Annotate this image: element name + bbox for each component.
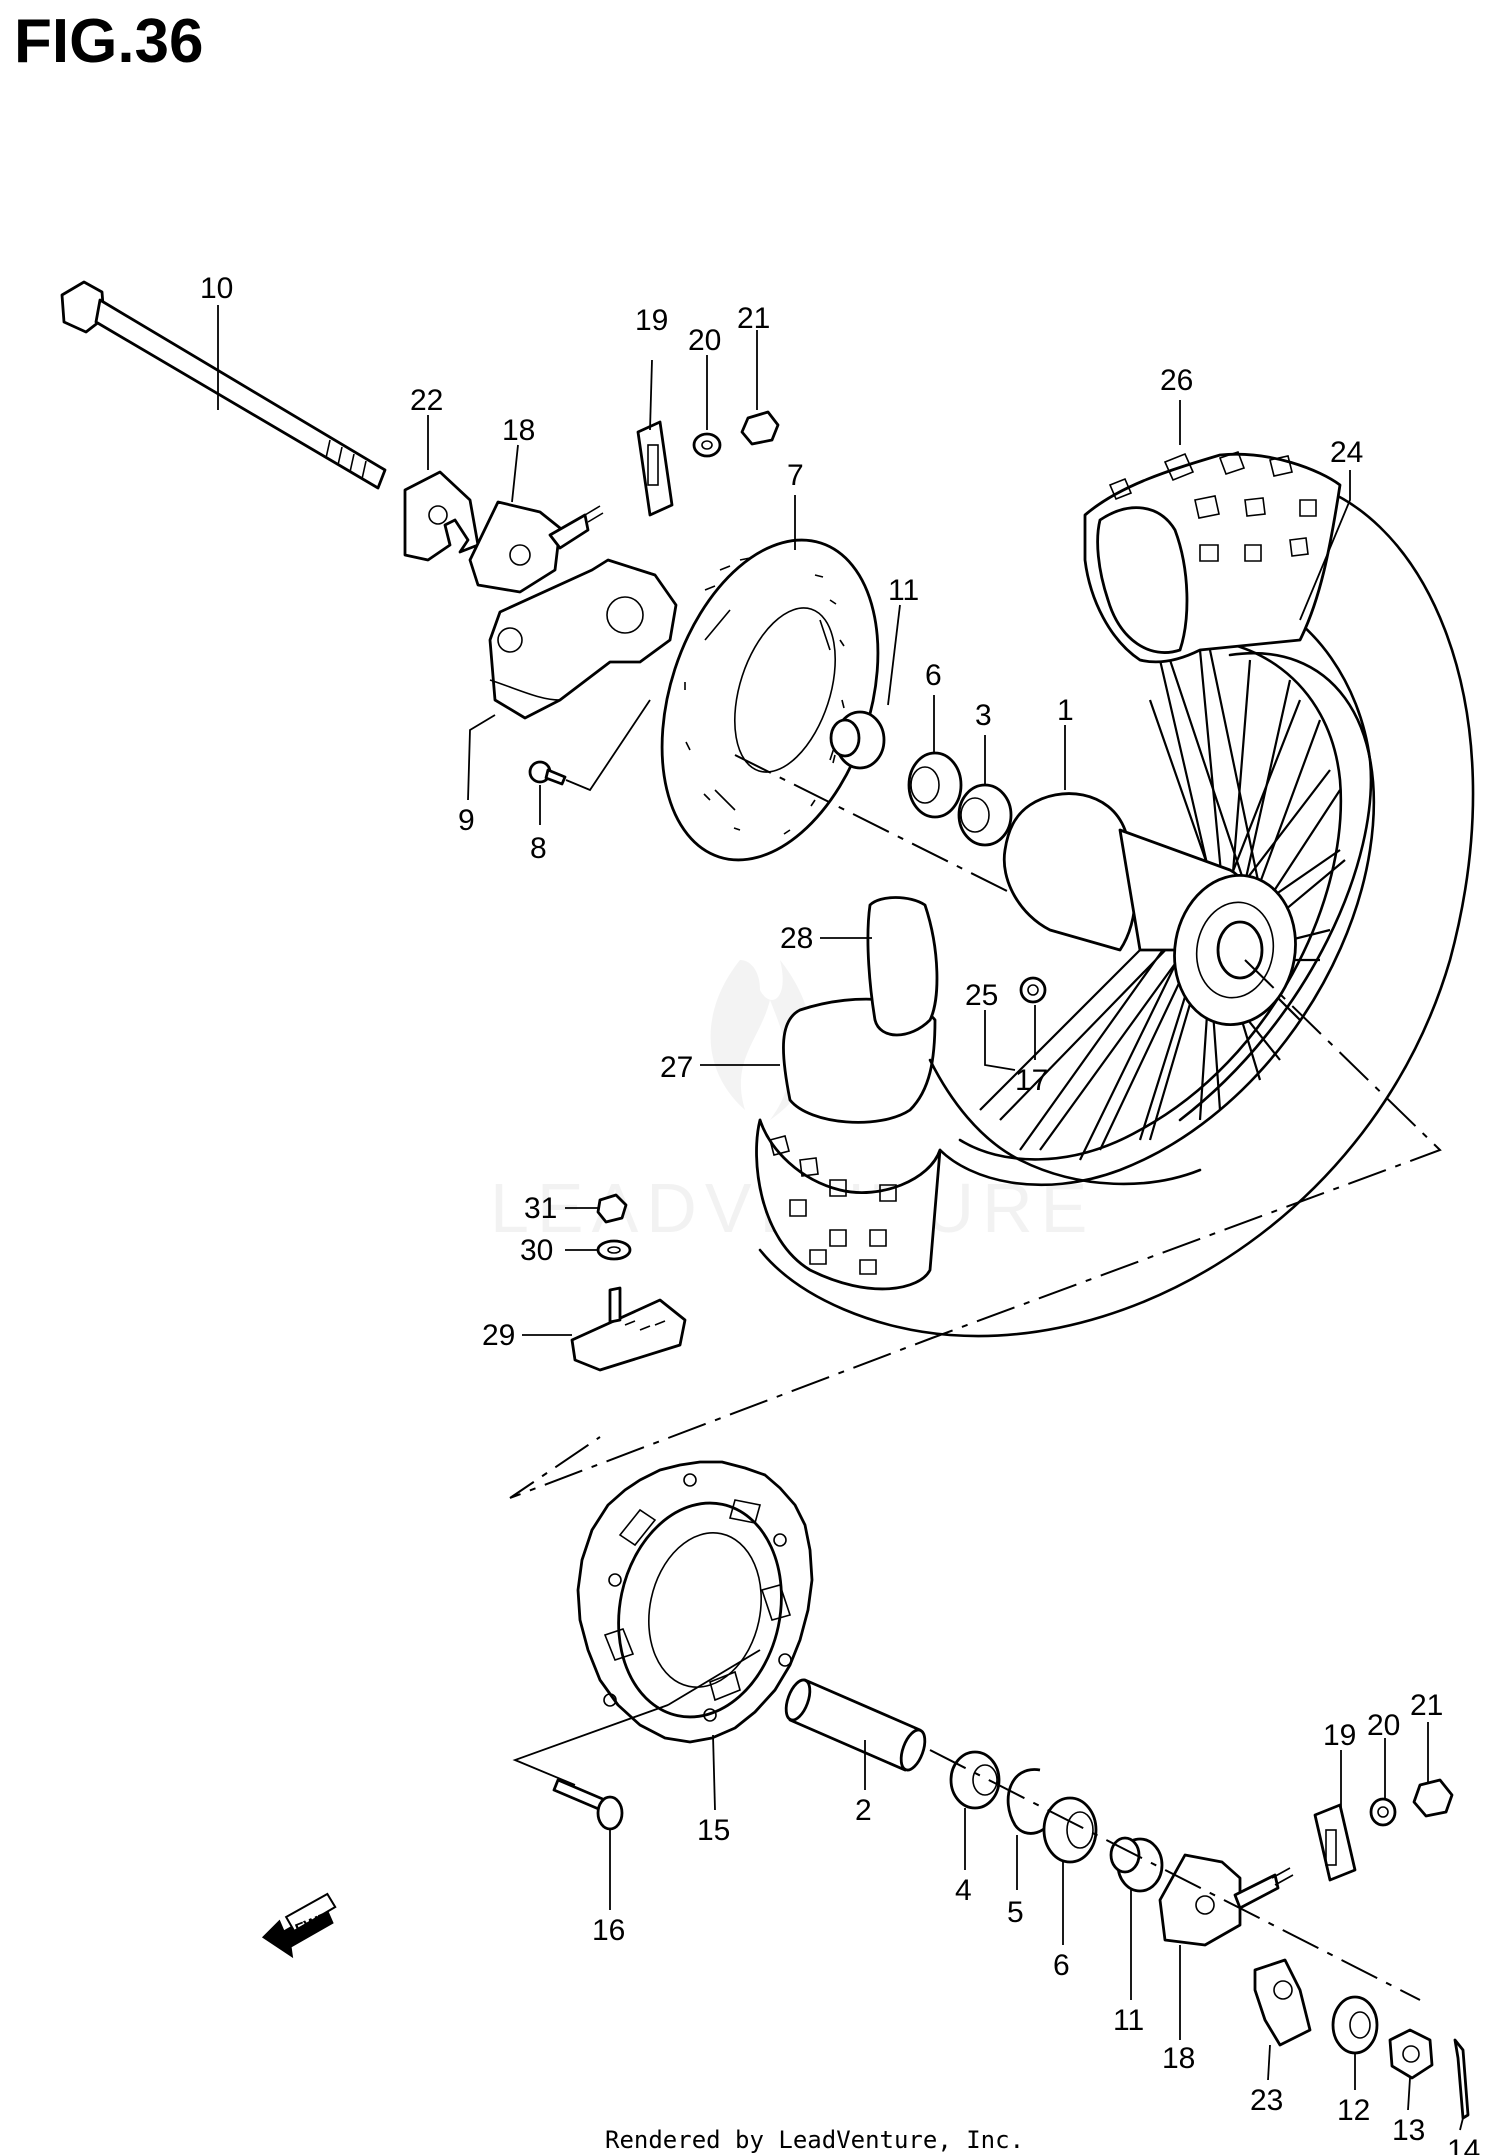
callout-4: 4: [955, 1874, 972, 1907]
callout-19-top: 19: [635, 304, 668, 337]
callout-5: 5: [1007, 1896, 1024, 1929]
callout-21-bottom: 21: [1410, 1689, 1443, 1722]
chain-puller-18-top: [468, 500, 604, 594]
washer-12: [1331, 1995, 1379, 2055]
nut-21-bottom: [1412, 1778, 1454, 1818]
callout-30: 30: [520, 1234, 553, 1267]
callout-15: 15: [697, 1814, 730, 1847]
hub-1: [1002, 792, 1297, 1026]
spoke-nipple-17: [1019, 976, 1047, 1004]
callout-29: 29: [482, 1319, 515, 1352]
callout-20-bottom: 20: [1367, 1709, 1400, 1742]
adjuster-hole: [428, 505, 448, 525]
callout-12: 12: [1337, 2094, 1370, 2127]
washer-30: [596, 1239, 632, 1261]
chain-guide-19-top: [636, 420, 674, 517]
chain-guide-19-bottom: [1313, 1803, 1357, 1882]
dust-seal-11-top: [829, 710, 886, 770]
oil-seal-6-bottom: [1042, 1796, 1098, 1864]
fwd-arrow-icon: FWD: [261, 1892, 337, 1959]
castle-nut-13: [1388, 2028, 1434, 2080]
callout-6-bottom: 6: [1053, 1949, 1070, 1982]
callout-8: 8: [530, 832, 547, 865]
figure-title: FIG.36: [14, 7, 204, 76]
callout-14: 14: [1447, 2134, 1480, 2155]
sprocket-15: [576, 1460, 814, 1744]
callouts: 10 22 18 19 20 21 7 11 6 3 1 26 24 9 8 2…: [200, 272, 1480, 2155]
callout-6-top: 6: [925, 659, 942, 692]
callout-25: 25: [965, 979, 998, 1012]
chain-puller-18-bottom: [1158, 1853, 1294, 1947]
sprocket-bolt-16: [552, 1778, 624, 1831]
callout-23: 23: [1250, 2084, 1283, 2117]
callout-11-top: 11: [888, 574, 919, 607]
callout-20-top: 20: [688, 324, 721, 357]
chain-adjuster-plate-23: [1253, 1958, 1312, 2047]
callout-10: 10: [200, 272, 233, 305]
callout-21-top: 21: [737, 302, 770, 335]
axle: [60, 280, 387, 490]
callout-2: 2: [855, 1794, 872, 1827]
footer-credit: Rendered by LeadVenture, Inc.: [605, 2126, 1024, 2154]
leader-lines: [217, 305, 1464, 2131]
bearing-3: [957, 783, 1013, 847]
washer-20-bottom: [1369, 1797, 1397, 1827]
callout-3: 3: [975, 699, 992, 732]
callout-28: 28: [780, 922, 813, 955]
callout-27: 27: [660, 1051, 693, 1084]
cotter-pin-14: [1453, 2038, 1470, 2120]
callout-31: 31: [524, 1192, 557, 1225]
callout-16: 16: [592, 1914, 625, 1947]
callout-18-top: 18: [502, 414, 535, 447]
callout-18-bottom: 18: [1162, 2042, 1195, 2075]
callout-19-bottom: 19: [1323, 1719, 1356, 1752]
rim-lock-29: [570, 1286, 687, 1372]
callout-26: 26: [1160, 364, 1193, 397]
rim: [938, 637, 1376, 1187]
rim-band-28: [866, 896, 939, 1037]
oil-seal-6-top: [907, 751, 963, 819]
callout-17: 17: [1015, 1064, 1048, 1097]
callout-1: 1: [1057, 694, 1074, 727]
nut-31: [596, 1193, 628, 1224]
nut-21-top: [740, 410, 780, 446]
caliper-bracket-9: [488, 558, 678, 720]
callout-24: 24: [1330, 436, 1363, 469]
callout-9: 9: [458, 804, 475, 837]
washer-20-top: [692, 432, 722, 458]
tire-tread-26: [1083, 450, 1342, 664]
callout-7: 7: [787, 459, 804, 492]
center-line-bottom: [929, 1749, 1421, 2001]
callout-13: 13: [1392, 2114, 1425, 2147]
callout-22: 22: [410, 384, 443, 417]
bolt-8: [528, 760, 567, 786]
bearing-4: [949, 1750, 1001, 1810]
callout-11-bottom: 11: [1113, 2004, 1144, 2037]
tire-24: [758, 478, 1475, 1338]
center-line-top: [509, 754, 1442, 1499]
chain-adjuster-plate-22: [403, 470, 480, 562]
spacer-2: [784, 1678, 927, 1772]
brake-disc-7: [660, 538, 880, 862]
